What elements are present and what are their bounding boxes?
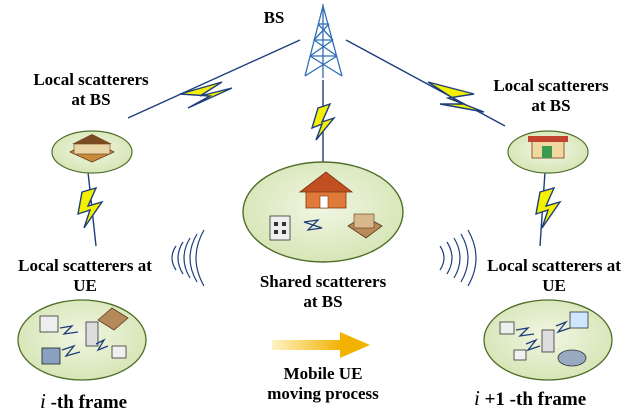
- local-scatterers-bs-right-label: Local scatterers at BS: [493, 76, 609, 115]
- building-icon: [269, 215, 291, 241]
- building-icon: [499, 311, 589, 367]
- shared-scatterers-label: Shared scatterers at BS: [259, 272, 387, 311]
- wireless-wave-icon: [171, 229, 205, 287]
- local-scatterers-bs-right: [507, 130, 589, 174]
- local-scatterers-bs-left: [51, 130, 133, 174]
- building-icon: [347, 213, 383, 239]
- frame-i1-text: +1 -th frame: [479, 389, 587, 410]
- building-icon: [69, 134, 115, 163]
- frame-i1-var: i: [474, 386, 480, 410]
- local-scatterers-ue-right: [483, 299, 613, 381]
- bs-tower-icon: [304, 4, 343, 78]
- frame-i-text: -th frame: [45, 392, 128, 413]
- frame-i-var: i: [40, 389, 46, 413]
- shared-scatterers-ellipse: [242, 161, 404, 263]
- moving-process-label: Mobile UE moving process: [267, 364, 379, 403]
- building-icon: [528, 136, 568, 159]
- lightning-bolt-icon: [127, 39, 301, 119]
- house-icon: [298, 171, 354, 209]
- local-scatterers-ue-left: [17, 299, 147, 381]
- frame-i-label: i -th frame: [40, 391, 190, 413]
- local-scatterers-ue-right-label: Local scatterers at UE: [487, 256, 621, 295]
- local-scatterers-ue-left-label: Local scatterers at UE: [18, 256, 152, 295]
- arrow-right-icon: [272, 332, 370, 358]
- frame-i-plus-1-label: i +1 -th frame: [474, 388, 640, 410]
- lightning-bolt-icon: [310, 80, 337, 162]
- local-scatterers-bs-left-label: Local scatterers at BS: [33, 70, 149, 109]
- lightning-bolt-icon: [77, 171, 104, 247]
- lightning-bolt-icon: [535, 171, 562, 247]
- bs-label: BS: [263, 8, 285, 27]
- wireless-wave-icon: [439, 229, 477, 287]
- lightning-bolt-icon: [345, 39, 506, 127]
- building-icon: [39, 307, 129, 365]
